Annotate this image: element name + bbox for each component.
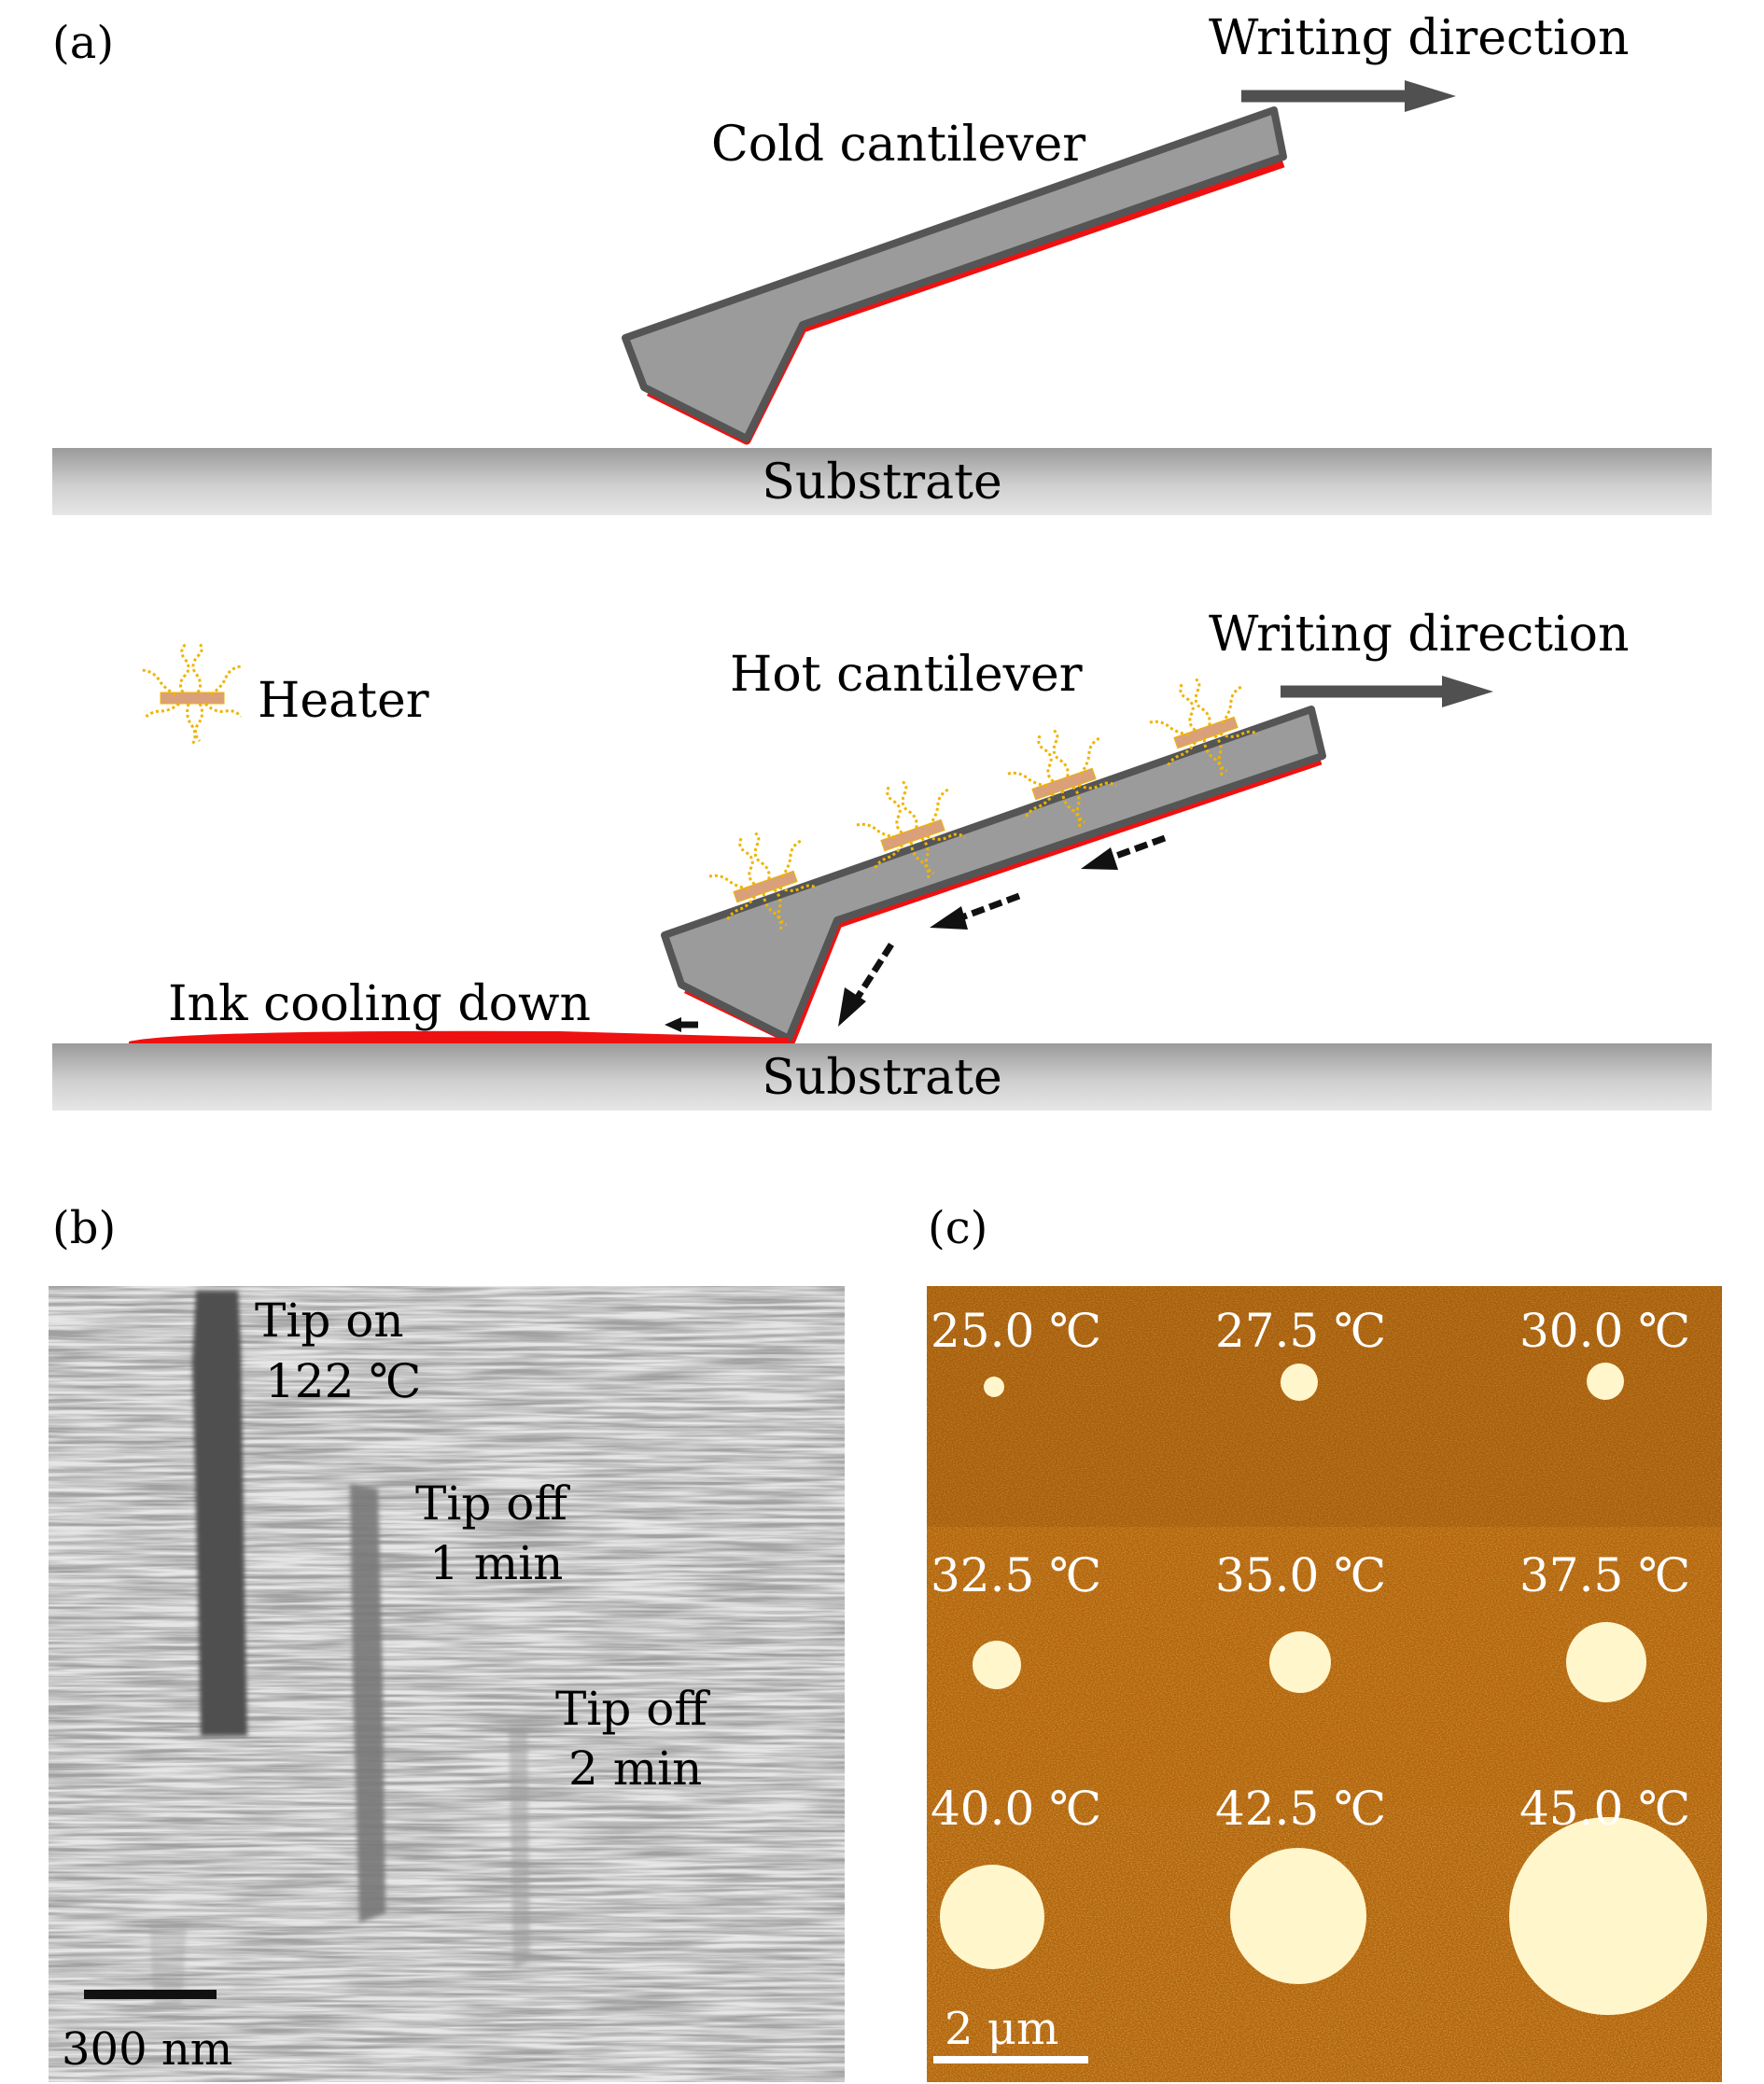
temperature-labels: 25.0 ℃ 27.5 ℃ 30.0 ℃ 32.5 ℃ 35.0 ℃ 37.5 … — [931, 1304, 1690, 1836]
scale-bar-b-label: 300 nm — [62, 2023, 232, 2076]
afm-dots — [940, 1363, 1707, 2015]
afm-dot-7 — [940, 1865, 1044, 1969]
panel-a-label: (a) — [52, 17, 114, 69]
substrate-label-bottom: Substrate — [762, 1050, 1002, 1106]
temp-label-1: 25.0 ℃ — [931, 1304, 1101, 1358]
scale-bar-b: 300 nm — [62, 1990, 232, 2076]
writing-direction-arrow-bottom — [1281, 676, 1493, 707]
afm-dot-3 — [1587, 1363, 1624, 1400]
tip-off-1min-annotation: Tip off 1 min — [415, 1476, 570, 1590]
afm-dot-4 — [973, 1641, 1021, 1689]
tip-on-line2: 122 ℃ — [265, 1354, 421, 1408]
temp-label-2: 27.5 ℃ — [1215, 1304, 1386, 1358]
tip-off-1min-line1: Tip off — [415, 1476, 570, 1531]
panel-a: (a) Writing direction Cold cantilever Su… — [52, 10, 1712, 1111]
ink-flow-arrow-2 — [930, 892, 1021, 930]
ink-flow-arrow-3 — [838, 943, 894, 1027]
writing-direction-label-bottom: Writing direction — [1209, 607, 1629, 663]
ink-flow-arrows — [838, 834, 1167, 1027]
tip-off-1min-line2: 1 min — [429, 1536, 563, 1590]
hot-cantilever — [661, 706, 1326, 1045]
ink-cooling-label: Ink cooling down — [168, 976, 591, 1032]
tip-off-2min-line1: Tip off — [555, 1682, 710, 1736]
panel-b: (b) Tip on 122 ℃ Tip off 1 min Tip off 2… — [49, 1202, 845, 2082]
afm-dot-1 — [984, 1377, 1004, 1397]
cold-cantilever-label: Cold cantilever — [711, 117, 1085, 173]
afm-dot-9 — [1509, 1817, 1707, 2015]
afm-dot-8 — [1230, 1848, 1366, 1984]
temp-label-3: 30.0 ℃ — [1519, 1304, 1690, 1358]
hot-cantilever-label: Hot cantilever — [730, 647, 1083, 703]
tip-on-line1: Tip on — [255, 1294, 404, 1348]
writing-direction-arrow-top — [1241, 80, 1456, 112]
temp-label-9: 45.0 ℃ — [1519, 1782, 1690, 1836]
ink-flow-arrow-1 — [1081, 834, 1167, 870]
afm-image-b — [49, 1286, 845, 2082]
cold-cantilever — [622, 106, 1287, 445]
heater-legend: Heater — [140, 641, 429, 747]
panel-b-label: (b) — [52, 1202, 116, 1254]
writing-direction-label-top: Writing direction — [1209, 10, 1629, 66]
ink-cooling-arrow — [665, 1017, 698, 1032]
panel-c-label: (c) — [928, 1202, 987, 1254]
temp-label-4: 32.5 ℃ — [931, 1548, 1101, 1602]
afm-dot-5 — [1269, 1631, 1331, 1693]
ink-trail — [129, 1030, 789, 1044]
afm-dot-2 — [1281, 1364, 1318, 1401]
temp-label-7: 40.0 ℃ — [931, 1782, 1101, 1836]
tip-on-annotation: Tip on 122 ℃ — [255, 1294, 421, 1408]
heater-legend-label: Heater — [258, 673, 429, 729]
temp-label-6: 37.5 ℃ — [1519, 1548, 1690, 1602]
scale-bar-c-label: 2 μm — [945, 2003, 1059, 2055]
temp-label-5: 35.0 ℃ — [1215, 1548, 1386, 1602]
scale-bar-c: 2 μm — [933, 2003, 1088, 2063]
substrate-bottom: Substrate — [52, 1043, 1712, 1111]
substrate-label-top: Substrate — [762, 455, 1002, 511]
tip-off-2min-annotation: Tip off 2 min — [555, 1682, 710, 1796]
temp-label-8: 42.5 ℃ — [1215, 1782, 1386, 1836]
substrate-top: Substrate — [52, 448, 1712, 515]
afm-dot-6 — [1566, 1622, 1646, 1702]
tip-off-2min-line2: 2 min — [568, 1741, 702, 1796]
panel-c: (c) 25.0 ℃ 27.5 ℃ 30.0 ℃ 32.5 ℃ 35.0 ℃ 3… — [927, 1202, 1722, 2082]
